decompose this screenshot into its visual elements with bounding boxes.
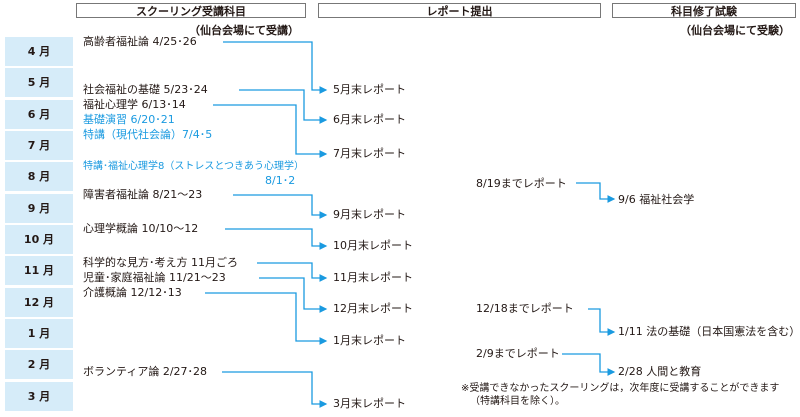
connector-arrow: [223, 41, 328, 94]
exam-subject: 9/6 福祉社会学: [618, 193, 695, 206]
header-report: レポート提出: [318, 3, 601, 18]
connector-arrow: [239, 89, 328, 124]
report-deadline: 9月末レポート: [333, 208, 406, 221]
schooling-course: 介護概論 12/12･13: [83, 286, 182, 299]
report-deadline: 3月末レポート: [333, 397, 406, 410]
schooling-course: 障害者福祉論 8/21～23: [83, 188, 203, 201]
schooling-venue-note: （仙台会場にて受講）: [189, 24, 299, 37]
report-deadline: 7月末レポート: [333, 147, 406, 160]
schooling-course: 社会福祉の基礎 5/23･24: [83, 83, 208, 96]
report-deadline: 10月末レポート: [333, 239, 413, 252]
schooling-course-special: 特講･福祉心理学8（ストレスとつきあう心理学）: [83, 161, 304, 172]
report-deadline: 6月末レポート: [333, 113, 406, 126]
exam-report-deadline: 8/19までレポート: [476, 177, 567, 190]
exam-subject: 1/11 法の基礎（日本国憲法を含む）: [618, 325, 800, 338]
schooling-course: 心理学概論 10/10～12: [83, 222, 199, 235]
month-cell: 4 月: [5, 37, 73, 66]
schooling-course: 福祉心理学 6/13･14: [83, 98, 186, 111]
month-cell: 1 月: [5, 319, 73, 348]
connector-arrow: [259, 277, 328, 313]
month-cell: 3 月: [5, 382, 73, 411]
schooling-course-special: 特講（現代社会論）7/4･5: [83, 128, 213, 141]
month-cell: 7 月: [5, 131, 73, 160]
report-deadline: 5月末レポート: [333, 83, 406, 96]
exam-subject: 2/28 人間と教育: [618, 365, 702, 378]
connector-arrow: [576, 182, 616, 203]
exam-venue-note: （仙台会場にて受験）: [680, 24, 790, 37]
schooling-course-special: 基礎演習 6/20･21: [83, 113, 175, 126]
month-cell: 10 月: [5, 225, 73, 254]
month-cell: 11 月: [5, 256, 73, 285]
report-deadline: 11月末レポート: [333, 271, 413, 284]
month-cell: 9 月: [5, 194, 73, 223]
exam-report-deadline: 12/18までレポート: [476, 302, 574, 315]
schooling-course: 児童･家庭福祉論 11/21～23: [83, 271, 226, 284]
schooling-course: 科学的な見方･考え方 11月ごろ: [83, 256, 238, 269]
connector-arrow: [588, 308, 616, 336]
month-cell: 2 月: [5, 350, 73, 379]
exam-report-deadline: 2/9までレポート: [476, 347, 560, 360]
schooling-course: ボランティア論 2/27･28: [83, 365, 208, 378]
report-deadline: 1月末レポート: [333, 334, 406, 347]
header-schooling: スクーリング受講科目: [76, 3, 306, 18]
month-cell: 6 月: [5, 100, 73, 129]
month-cell: 5 月: [5, 68, 73, 97]
header-exam: 科目修了試験: [612, 3, 796, 18]
connector-arrow: [562, 353, 616, 376]
footnote: ※受講できなかったスクーリングは，次年度に受講することができます: [461, 383, 780, 394]
report-deadline: 12月末レポート: [333, 302, 413, 315]
connector-arrow: [225, 228, 328, 250]
month-cell: 8 月: [5, 162, 73, 191]
connector-arrow: [257, 262, 328, 282]
footnote-continued: （特講科目を除く）。: [470, 396, 565, 407]
month-cell: 12 月: [5, 288, 73, 317]
connector-arrow: [205, 292, 328, 345]
schooling-course: 高齢者福祉論 4/25･26: [83, 35, 197, 48]
schooling-course-special-date: 8/1･2: [265, 174, 296, 187]
connector-arrow: [233, 194, 328, 219]
connector-arrow: [213, 104, 328, 158]
connector-arrow: [222, 371, 328, 408]
